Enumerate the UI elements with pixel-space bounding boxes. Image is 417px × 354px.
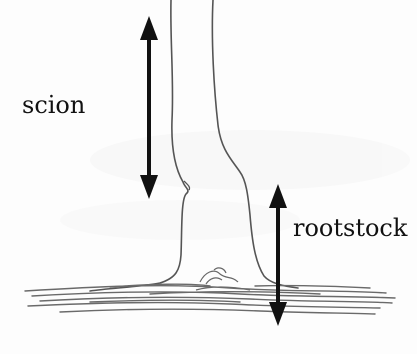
rootstock-label: rootstock xyxy=(293,216,407,240)
scion-label: scion xyxy=(22,93,85,117)
